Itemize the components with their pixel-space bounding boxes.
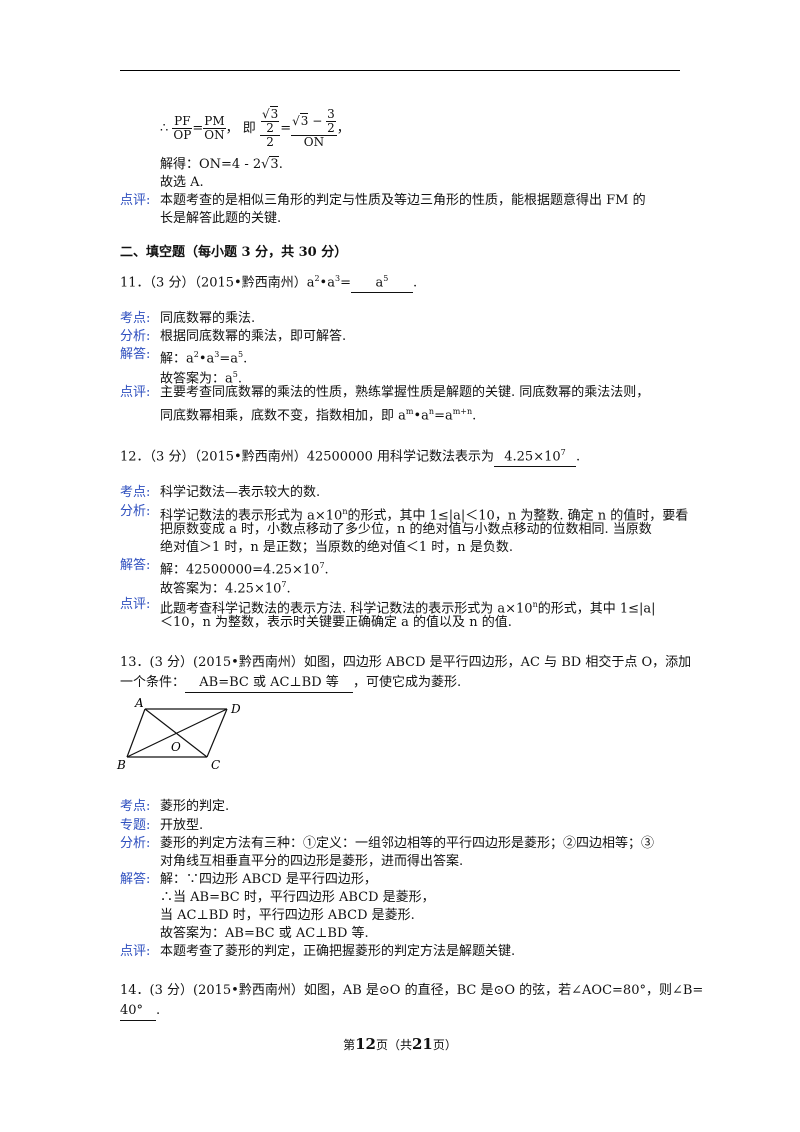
q10-dianping-2: 长是解答此题的关键. xyxy=(160,211,282,226)
q13-dianping: 本题考查了菱形的判定，正确把握菱形的判定方法是解题关键. xyxy=(160,944,516,959)
q13-jieda-4: 故答案为：AB=BC 或 AC⊥BD 等. xyxy=(160,926,369,941)
q12-answer: 4.25×107 xyxy=(494,444,576,468)
q10-dianping-label: 点评: xyxy=(120,193,151,208)
q13-fenxi-2: 对角线互相垂直平分的四边形是菱形，进而得出答案. xyxy=(160,854,464,869)
q13-jieda-3: 当 AC⊥BD 时，平行四边形 ABCD 是菱形. xyxy=(160,908,415,923)
q12-jieda-1: 解：42500000=4.25×107. xyxy=(160,561,329,578)
label-d: D xyxy=(230,702,241,716)
q13-kaodian-label: 考点: xyxy=(120,799,151,814)
q13-jieda-1: 解：∵四边形 ABCD 是平行四边形， xyxy=(160,872,377,887)
q12-dianping-2: ＜10，n 为整数，表示时关键要正确确定 a 的值以及 n 的值. xyxy=(160,615,512,630)
diagonal-bd xyxy=(126,708,228,758)
q10-solve-line: 解得：ON=4 ‑ 2√3. xyxy=(160,156,283,172)
header-rule xyxy=(120,70,680,71)
q13-zhuanti-label: 专题: xyxy=(120,818,151,833)
q11-jieda-label: 解答: xyxy=(120,347,151,362)
q10-choose-line: 故选 A. xyxy=(160,175,204,190)
q11-jieda-1: 解：a2•a3=a5. xyxy=(160,350,248,367)
q12-kaodian: 科学记数法—表示较大的数. xyxy=(160,485,321,500)
q12-dianping-label: 点评: xyxy=(120,597,151,612)
label-c: C xyxy=(211,758,220,772)
q11-fenxi-label: 分析: xyxy=(120,329,151,344)
q13-kaodian: 菱形的判定. xyxy=(160,799,230,814)
q13-fenxi-1: 菱形的判定方法有三种：①定义：一组邻边相等的平行四边形是菱形；②四边相等；③ xyxy=(160,836,655,851)
q12-fenxi-3: 绝对值＞1 时，n 是正数；当原数的绝对值＜1 时，n 是负数. xyxy=(160,540,513,555)
q10-dianping-1: 本题考查的是相似三角形的判定与性质及等边三角形的性质，能根据题意得出 FM 的 xyxy=(160,193,646,208)
q12-kaodian-label: 考点: xyxy=(120,485,151,500)
q11-kaodian: 同底数幂的乘法. xyxy=(160,311,256,326)
q14-stem-1: 14．(3 分）(2015•黔西南州）如图，AB 是⊙O 的直径，BC 是⊙O … xyxy=(120,983,704,998)
q14-answer: 40° xyxy=(120,1002,156,1021)
q11-answer: a5 xyxy=(350,270,413,294)
label-o: O xyxy=(171,740,181,754)
q13-jieda-2: ∴当 AB=BC 时，平行四边形 ABCD 是菱形， xyxy=(160,890,435,905)
q13-fenxi-label: 分析: xyxy=(120,836,151,851)
q11-stem: 11．（3 分）（2015•黔西南州）a2•a3=a5. xyxy=(120,270,417,294)
edge-dc xyxy=(206,708,228,758)
q11-dianping-label: 点评: xyxy=(120,385,151,400)
total-pages: 21 xyxy=(412,1035,433,1053)
label-b: B xyxy=(116,758,126,772)
edge-ba xyxy=(126,708,146,758)
page-footer: 第12页（共21页） xyxy=(343,1035,457,1053)
q13-jieda-label: 解答: xyxy=(120,872,151,887)
q12-jieda-2: 故答案为：4.25×107. xyxy=(160,580,291,597)
q11-fenxi: 根据同底数幂的乘法，即可解答. xyxy=(160,329,347,344)
q13-stem-2: 一个条件：AB=BC 或 AC⊥BD 等，可使它成为菱形. xyxy=(120,674,461,693)
q13-zhuanti: 开放型. xyxy=(160,818,204,833)
q11-dianping-2: 同底数幂相乘，底数不变，指数相加，即 am•an=am+n. xyxy=(160,407,477,424)
label-a: A xyxy=(134,696,144,710)
q12-fenxi-label: 分析: xyxy=(120,504,151,519)
page-number: 12 xyxy=(355,1035,376,1053)
q11-dianping-1: 主要考查同底数幂的乘法的性质，熟练掌握性质是解题的关键. 同底数幂的乘法法则， xyxy=(160,385,650,400)
q13-answer: AB=BC 或 AC⊥BD 等 xyxy=(185,674,354,693)
q11-kaodian-label: 考点: xyxy=(120,311,151,326)
q12-jieda-label: 解答: xyxy=(120,558,151,573)
parallelogram-figure: A D B C O xyxy=(116,696,241,772)
q12-dianping-1: 此题考查科学记数法的表示方法. 科学记数法的表示形式为 a×10n的形式，其中 … xyxy=(160,600,656,617)
section-title: 二、填空题（每小题 3 分，共 30 分） xyxy=(120,245,348,260)
q12-fenxi-2: 把原数变成 a 时，小数点移动了多少位，n 的绝对值与小数点移动的位数相同. 当… xyxy=(160,522,652,537)
q14-stem-2: 40°. xyxy=(120,1002,160,1021)
q12-fenxi-1: 科学记数法的表示形式为 a×10n的形式，其中 1≤|a|＜10，n 为整数. … xyxy=(160,507,689,524)
q13-stem-1: 13．(3 分）(2015•黔西南州）如图，四边形 ABCD 是平行四边形，AC… xyxy=(120,655,692,670)
q13-dianping-label: 点评: xyxy=(120,944,151,959)
q11-jieda-2: 故答案为：a5. xyxy=(160,370,242,387)
